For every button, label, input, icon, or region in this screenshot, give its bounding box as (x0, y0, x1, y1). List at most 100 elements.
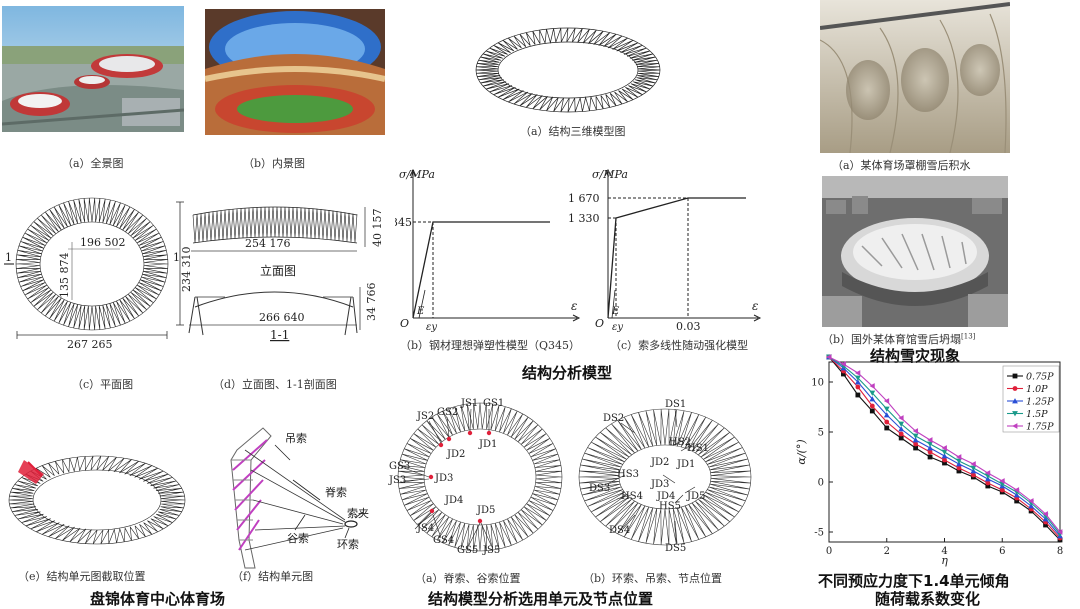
cable-strain-value: 0.03 (676, 320, 701, 332)
chart-y-tick-label: -5 (814, 528, 824, 539)
series-point-1 (985, 480, 991, 486)
series-point-0 (841, 371, 846, 377)
series-point-2 (883, 412, 890, 418)
series-point-3 (956, 458, 962, 464)
cable-origin: O (595, 317, 604, 330)
series-point-3 (854, 375, 861, 381)
legend-label-3: 1.5P (1026, 409, 1048, 420)
left-label-jd4: JD4 (444, 495, 463, 506)
interior-view-photo (205, 9, 385, 135)
right-label-jd4: JD4 (656, 491, 675, 502)
series-point-0 (927, 454, 933, 460)
series-point-2 (854, 379, 861, 385)
series-point-2 (927, 445, 933, 451)
legend-marker-0 (1012, 373, 1018, 379)
series-point-0 (869, 408, 875, 414)
left-label-jd2: JD2 (446, 449, 465, 460)
unit-location-ring (8, 455, 186, 545)
caption-collapsed-ref: [13] (961, 332, 976, 341)
series-point-0 (913, 445, 919, 451)
right-label-ds1: DS1 (665, 399, 686, 410)
left-label-jd1: JD1 (478, 439, 497, 450)
series-point-0 (985, 483, 991, 489)
plan-dim-inner-long: 196 502 (80, 236, 126, 249)
series-point-1 (898, 431, 904, 437)
legend-marker-4 (1012, 423, 1018, 429)
structure-3d-model (475, 27, 661, 113)
cable-ultimate-value: 1 670 (568, 192, 600, 205)
legend-label-2: 1.25P (1026, 397, 1054, 408)
series-point-4 (1057, 529, 1063, 535)
series-point-1 (913, 441, 919, 447)
series-point-3 (941, 449, 948, 455)
right-label-jd1: JD1 (676, 459, 695, 470)
chart-y-tick-label: 10 (811, 378, 824, 389)
collapsed-stadium-photo (822, 176, 1008, 327)
series-point-0 (942, 460, 947, 466)
caption-ridge-valley: （a）脊索、谷索位置 (415, 572, 521, 585)
ring-hanger-ring (578, 408, 752, 546)
chart-title-line-2: 随荷载系数变化 (875, 590, 981, 608)
series-point-2 (941, 453, 948, 459)
series-point-0 (884, 425, 890, 431)
series-point-3 (927, 441, 933, 447)
elevation-truss (192, 206, 358, 244)
series-point-3 (898, 421, 905, 427)
caption-canopy-snow: （a）某体育场罩棚雪后积水 (832, 159, 971, 172)
series-point-3 (869, 390, 876, 396)
steel-ylabel: σ/MPa (399, 168, 435, 181)
chart-x-tick-label: 2 (884, 546, 890, 557)
title-panjin-stadium: 盘锦体育中心体育场 (90, 590, 226, 608)
right-label-hs1: HS1 (687, 443, 709, 454)
series-point-4 (984, 470, 991, 476)
caption-ring-hanger: （b）环索、吊索、节点位置 (583, 572, 723, 585)
series-point-4 (826, 354, 832, 360)
caption-plan-view: （c）平面图 (72, 378, 134, 391)
chart-x-tick-label: 0 (826, 546, 832, 557)
right-label-ds4: DS4 (609, 525, 630, 536)
left-label-jd3: JD3 (434, 473, 453, 484)
chart-x-tick-label: 8 (1057, 546, 1063, 557)
title-selected-units: 结构模型分析选用单元及节点位置 (428, 590, 654, 608)
chart-x-tick-label: 6 (999, 546, 1005, 557)
series-point-4 (840, 361, 846, 367)
label-cable-clamp: 索夹 (347, 506, 369, 520)
caption-3d-model: （a）结构三维模型图 (520, 125, 626, 138)
series-point-1 (956, 465, 962, 471)
structural-unit-drawing: 吊索 脊索 索夹 谷索 环索 (230, 427, 369, 569)
left-label-gs5: GS5 (457, 545, 478, 556)
right-label-jd2: JD2 (650, 457, 669, 468)
chart-y-tick-label: 0 (818, 478, 824, 489)
series-point-3 (912, 433, 919, 439)
series-point-4 (854, 370, 861, 376)
chart-x-axis-label: η (941, 554, 948, 567)
left-label-js5: JS5 (482, 545, 500, 556)
cable-modulus-label: E (611, 306, 620, 317)
series-point-4 (912, 428, 919, 434)
chart-y-tick-label: 5 (818, 428, 824, 439)
caption-interior-view: （b）内景图 (243, 157, 306, 170)
cable-xlabel: ε (752, 299, 758, 313)
section-dim-height: 34 766 (365, 283, 378, 322)
steel-xlabel: ε (571, 299, 577, 313)
series-point-0 (1043, 522, 1048, 528)
chart-title-line-1: 不同预应力度下1.4单元倾角 (818, 572, 1010, 590)
plan-dim-inner-short: 135 874 (58, 253, 71, 299)
series-point-4 (941, 445, 947, 451)
chart-x-tick-label: 4 (941, 546, 947, 557)
legend-marker-2 (1012, 398, 1018, 404)
legend-label-1: 1.0P (1026, 384, 1048, 395)
cable-yield-value: 1 330 (568, 212, 600, 225)
series-point-1 (927, 449, 933, 455)
left-label-gs4: GS4 (433, 535, 454, 546)
title-snow-disaster: 结构雪灾现象 (870, 347, 961, 365)
elevation-label: 立面图 (260, 263, 296, 278)
right-label-hs5: HS5 (659, 501, 681, 512)
label-ridge-cable: 脊索 (325, 485, 347, 499)
series-point-0 (1014, 498, 1020, 504)
series-point-3 (970, 465, 977, 471)
caption-aerial-view: （a）全景图 (62, 157, 124, 170)
label-ring-cable: 环索 (337, 537, 359, 551)
ridge-valley-ring (397, 402, 563, 552)
legend-marker-1 (1012, 386, 1018, 391)
